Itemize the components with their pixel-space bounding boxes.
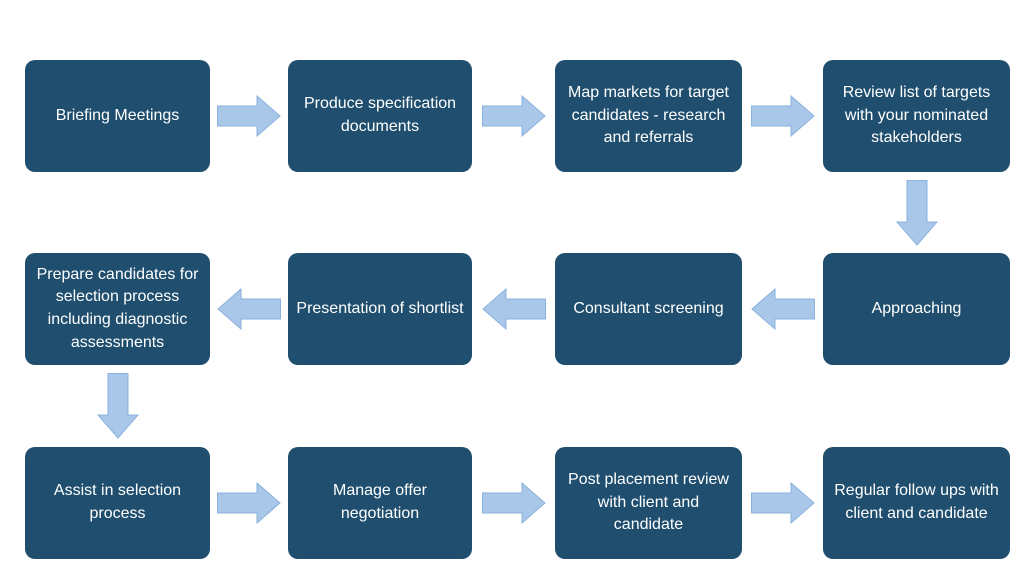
connector: [823, 172, 1010, 253]
connector: [472, 253, 555, 365]
arrow-left-icon: [481, 288, 546, 330]
step-label: Consultant screening: [573, 299, 724, 317]
connector: [472, 447, 555, 559]
arrow-left-icon: [217, 288, 281, 330]
connector: [210, 60, 288, 172]
step-label: Post placement review with client and ca…: [568, 470, 729, 534]
step-label: Manage offer negotiation: [333, 482, 427, 522]
arrow-down-icon: [895, 179, 938, 246]
connector: [742, 447, 823, 559]
step-label: Review list of targets with your nominat…: [842, 83, 991, 147]
step-label: Presentation of shortlist: [296, 299, 464, 317]
arrow-right-icon: [217, 482, 281, 524]
connector: [210, 253, 288, 365]
step-label: Map markets for target candidates - rese…: [568, 83, 729, 147]
connector: [742, 60, 823, 172]
connector: [742, 253, 823, 365]
step-label: Briefing Meetings: [55, 106, 180, 124]
arrow-right-icon: [481, 95, 546, 137]
step-manage-offer-negotiation: Manage offer negotiation: [288, 447, 472, 559]
arrow-right-icon: [750, 95, 815, 137]
step-label: Assist in selection process: [53, 482, 182, 522]
arrow-left-icon: [750, 288, 815, 330]
step-label: Prepare candidates for selection process…: [36, 265, 199, 351]
step-consultant-screening: Consultant screening: [555, 253, 742, 365]
step-briefing-meetings: Briefing Meetings: [25, 60, 210, 172]
step-prepare-candidates: Prepare candidates for selection process…: [25, 253, 210, 365]
step-label: Regular follow ups with client and candi…: [834, 482, 999, 522]
arrow-down-icon: [96, 373, 139, 439]
connector: [210, 447, 288, 559]
step-assist-in-selection-process: Assist in selection process: [25, 447, 210, 559]
step-map-markets: Map markets for target candidates - rese…: [555, 60, 742, 172]
connector: [25, 365, 210, 447]
arrow-right-icon: [481, 482, 546, 524]
step-produce-specification-documents: Produce specification documents: [288, 60, 472, 172]
step-approaching: Approaching: [823, 253, 1010, 365]
step-label: Approaching: [871, 299, 962, 317]
connector: [472, 60, 555, 172]
step-post-placement-review: Post placement review with client and ca…: [555, 447, 742, 559]
step-label: Produce specification documents: [303, 95, 457, 135]
arrow-right-icon: [217, 95, 281, 137]
step-presentation-of-shortlist: Presentation of shortlist: [288, 253, 472, 365]
step-regular-follow-ups: Regular follow ups with client and candi…: [823, 447, 1010, 559]
arrow-right-icon: [750, 482, 815, 524]
step-review-list-of-targets: Review list of targets with your nominat…: [823, 60, 1010, 172]
